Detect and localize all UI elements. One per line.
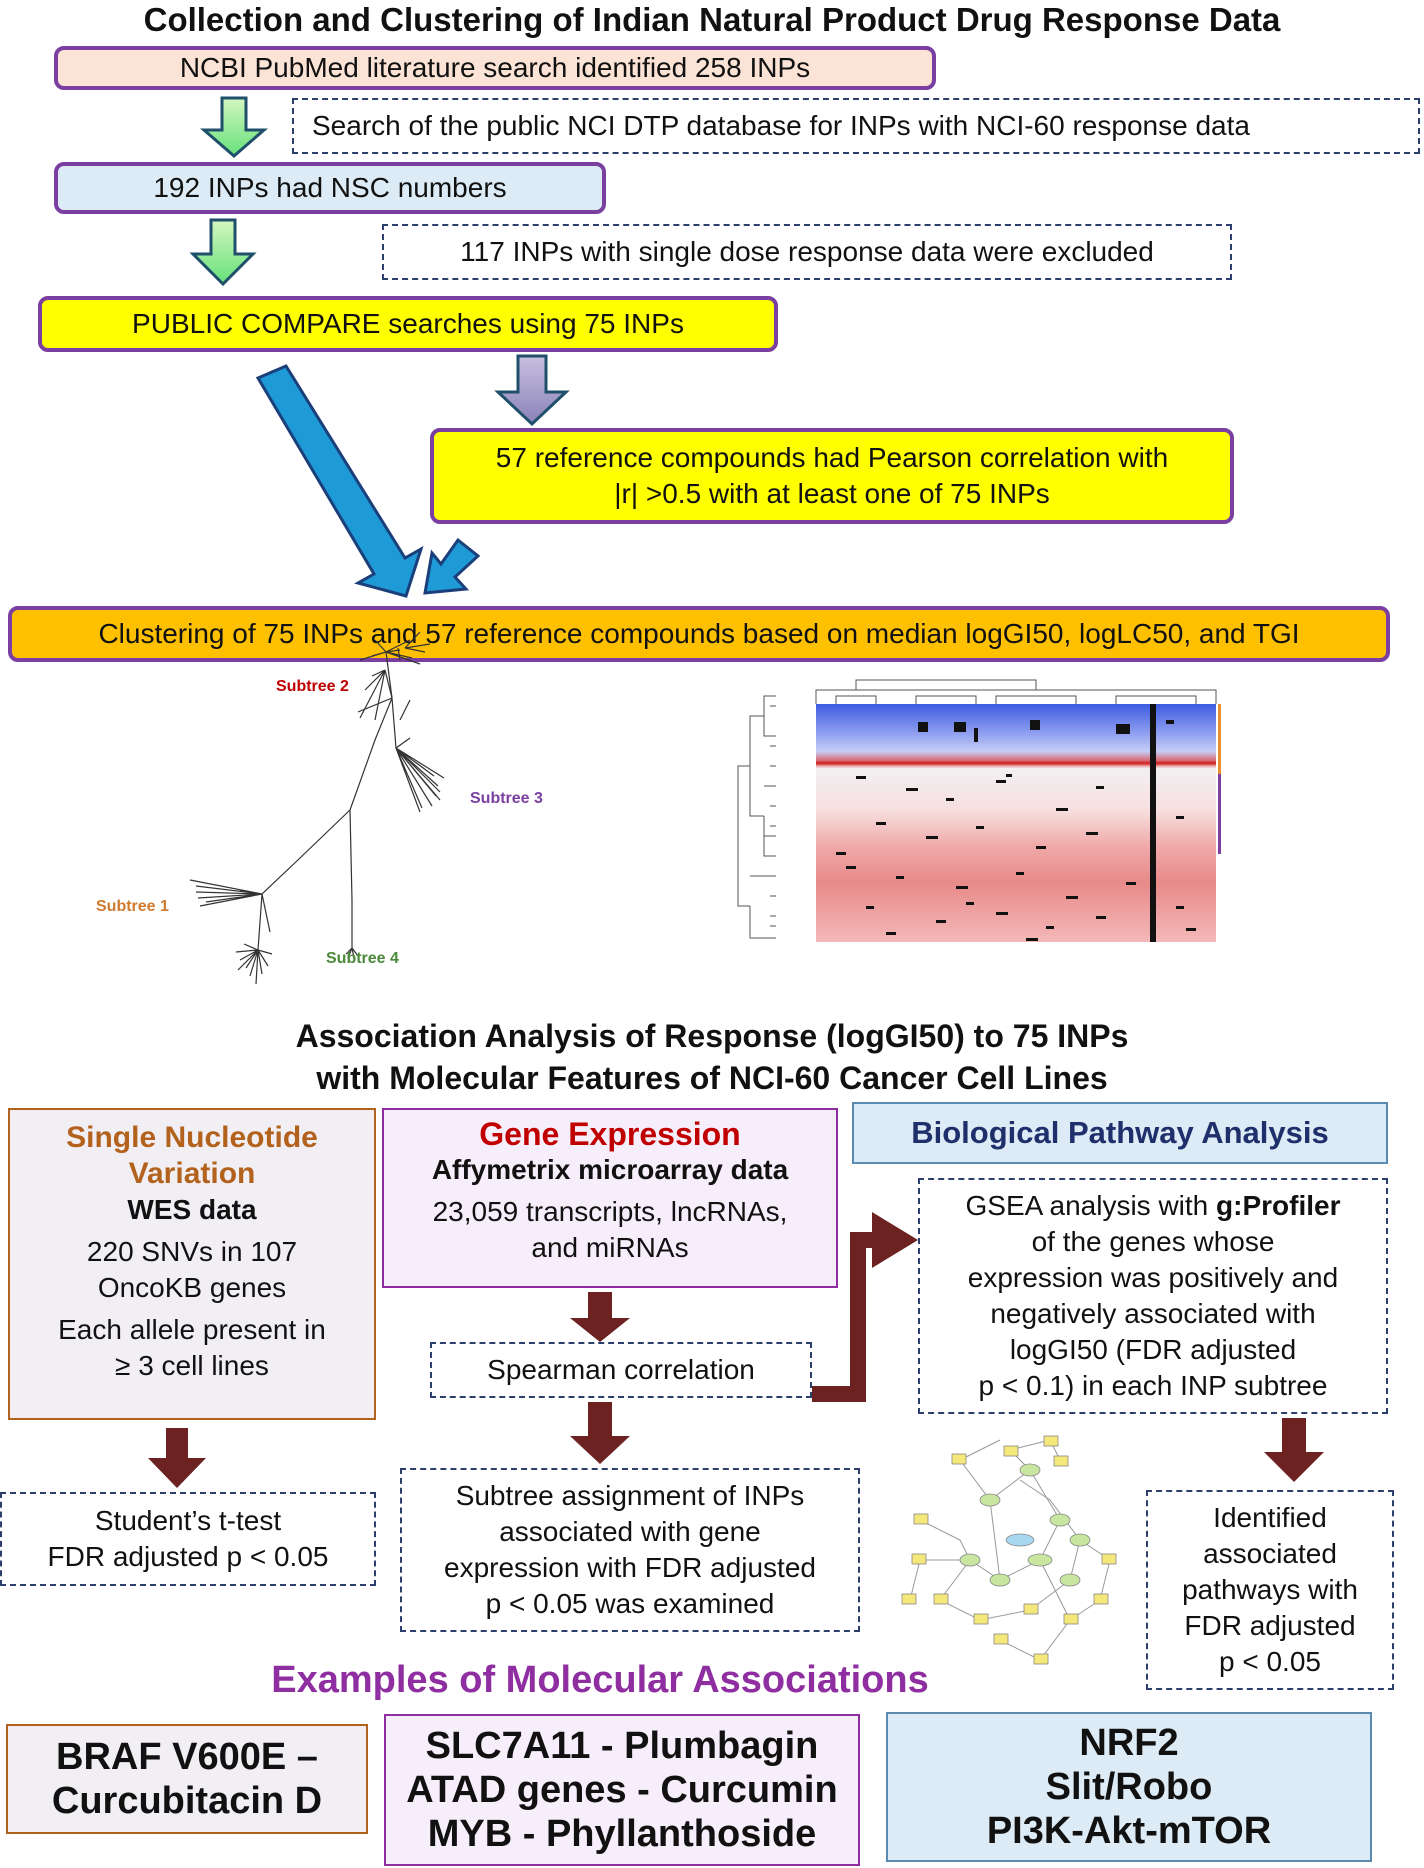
subtree-assign-line2: associated with gene: [499, 1516, 761, 1547]
snv-line4: ≥ 3 cell lines: [115, 1350, 269, 1381]
example3-line3: PI3K-Akt-mTOR: [986, 1810, 1272, 1852]
top-title: Collection and Clustering of Indian Natu…: [143, 1, 1281, 38]
diagonal-arrow-short: [423, 537, 481, 595]
single-dose-excluded-note: 117 INPs with single dose response data …: [382, 224, 1232, 280]
ident-line1: Identified: [1213, 1502, 1327, 1533]
example1-line1: BRAF V600E –: [56, 1736, 318, 1778]
subtree-assign-line4: p < 0.05 was examined: [485, 1588, 775, 1619]
unrooted-tree-figure: [189, 631, 445, 985]
heatmap-figure: [736, 676, 1230, 958]
down-arrow-spearman: [570, 1402, 630, 1464]
pubmed-search-box: NCBI PubMed literature search identified…: [54, 46, 936, 90]
snv-title-line2: Variation: [128, 1157, 256, 1190]
identified-pathways-box: Identified associated pathways with FDR …: [1146, 1490, 1394, 1690]
example3-line1: NRF2: [1079, 1722, 1179, 1764]
gsea-line3: expression was positively and: [967, 1262, 1339, 1293]
gene-expression-panel: Gene Expression Affymetrix microarray da…: [382, 1108, 838, 1288]
ttest-line1: Student’s t-test: [94, 1505, 282, 1536]
gsea-line2: of the genes whose: [1031, 1226, 1275, 1257]
reference-compounds-line2: |r| >0.5 with at least one of 75 INPs: [614, 478, 1050, 509]
ident-line3: pathways with: [1182, 1574, 1358, 1605]
subtree-assign-line3: expression with FDR adjusted: [444, 1552, 816, 1583]
example2-line3: MYB - Phyllanthoside: [427, 1813, 817, 1855]
network-graphic: [909, 1439, 1111, 1661]
assoc-title-line2: with Molecular Features of NCI-60 Cancer…: [316, 1060, 1108, 1096]
gene-subtitle: Affymetrix microarray data: [431, 1154, 789, 1185]
example2-line1: SLC7A11 - Plumbagin: [425, 1725, 819, 1767]
example-pathway-box: NRF2 Slit/Robo PI3K-Akt-mTOR: [886, 1712, 1372, 1862]
ident-line4: FDR adjusted: [1184, 1610, 1356, 1641]
nsc-numbers-box: 192 INPs had NSC numbers: [54, 162, 606, 214]
snv-title-line1: Single Nucleotide: [66, 1121, 318, 1154]
ttest-box: Student’s t-test FDR adjusted p < 0.05: [0, 1492, 376, 1586]
down-arrow-2: [189, 218, 257, 287]
gsea-line1: GSEA analysis with g:Profiler: [965, 1188, 1340, 1224]
ttest-line2: FDR adjusted p < 0.05: [47, 1541, 329, 1572]
gprofiler-label: g:Profiler: [1216, 1190, 1341, 1221]
snv-line3: Each allele present in: [58, 1314, 326, 1345]
down-arrow-gsea: [1264, 1418, 1324, 1482]
subtree-1-label: Subtree 1: [96, 898, 169, 915]
elbow-arrow: [812, 1212, 918, 1402]
example3-line2: Slit/Robo: [1045, 1766, 1213, 1808]
gene-title: Gene Expression: [479, 1116, 741, 1152]
snv-panel: Single Nucleotide Variation WES data 220…: [8, 1108, 376, 1420]
assoc-title-line1: Association Analysis of Response (logGI5…: [295, 1018, 1129, 1054]
down-arrow-gene: [570, 1292, 630, 1342]
nci-dtp-search-note: Search of the public NCI DTP database fo…: [292, 98, 1420, 154]
subtree-3-label: Subtree 3: [470, 790, 543, 807]
spearman-box: Spearman correlation: [430, 1342, 812, 1398]
subtree-4-label: Subtree 4: [326, 950, 399, 967]
subtree-assign-line1: Subtree assignment of INPs: [455, 1480, 805, 1511]
gene-line1: 23,059 transcripts, lncRNAs,: [432, 1196, 788, 1227]
examples-title: Examples of Molecular Associations: [271, 1659, 929, 1701]
diagonal-arrow-long: [255, 364, 424, 598]
pathway-title-box: Biological Pathway Analysis: [852, 1102, 1388, 1164]
gsea-line5: logGI50 (FDR adjusted: [1009, 1334, 1297, 1365]
example-braf-box: BRAF V600E – Curcubitacin D: [6, 1724, 368, 1834]
ident-line5: p < 0.05: [1219, 1646, 1321, 1677]
reference-compounds-line1: 57 reference compounds had Pearson corre…: [495, 442, 1169, 473]
subtree-2-label: Subtree 2: [276, 678, 349, 695]
subtree-assignment-box: Subtree assignment of INPs associated wi…: [400, 1468, 860, 1632]
down-arrow-snv: [148, 1428, 206, 1488]
gsea-line6: p < 0.1) in each INP subtree: [978, 1370, 1328, 1401]
example2-line2: ATAD genes - Curcumin: [406, 1769, 838, 1811]
gsea-line1-text: GSEA analysis with: [965, 1190, 1217, 1221]
down-arrow-3: [494, 354, 570, 427]
example1-line2: Curcubitacin D: [51, 1780, 323, 1822]
snv-subtitle: WES data: [127, 1194, 257, 1225]
snv-line2: OncoKB genes: [97, 1272, 287, 1303]
gene-line2: and miRNAs: [531, 1232, 689, 1263]
snv-line1: 220 SNVs in 107: [86, 1236, 298, 1267]
example-gene-box: SLC7A11 - Plumbagin ATAD genes - Curcumi…: [384, 1714, 860, 1866]
gsea-box: GSEA analysis with g:Profiler of the gen…: [918, 1178, 1388, 1414]
ident-line2: associated: [1203, 1538, 1337, 1569]
down-arrow-1: [199, 96, 269, 158]
network-nodes: [901, 1435, 1117, 1665]
gsea-line4: negatively associated with: [990, 1298, 1316, 1329]
clustering-box: Clustering of 75 INPs and 57 reference c…: [8, 606, 1390, 662]
compare-searches-box: PUBLIC COMPARE searches using 75 INPs: [38, 296, 778, 352]
reference-compounds-box: 57 reference compounds had Pearson corre…: [430, 428, 1234, 524]
